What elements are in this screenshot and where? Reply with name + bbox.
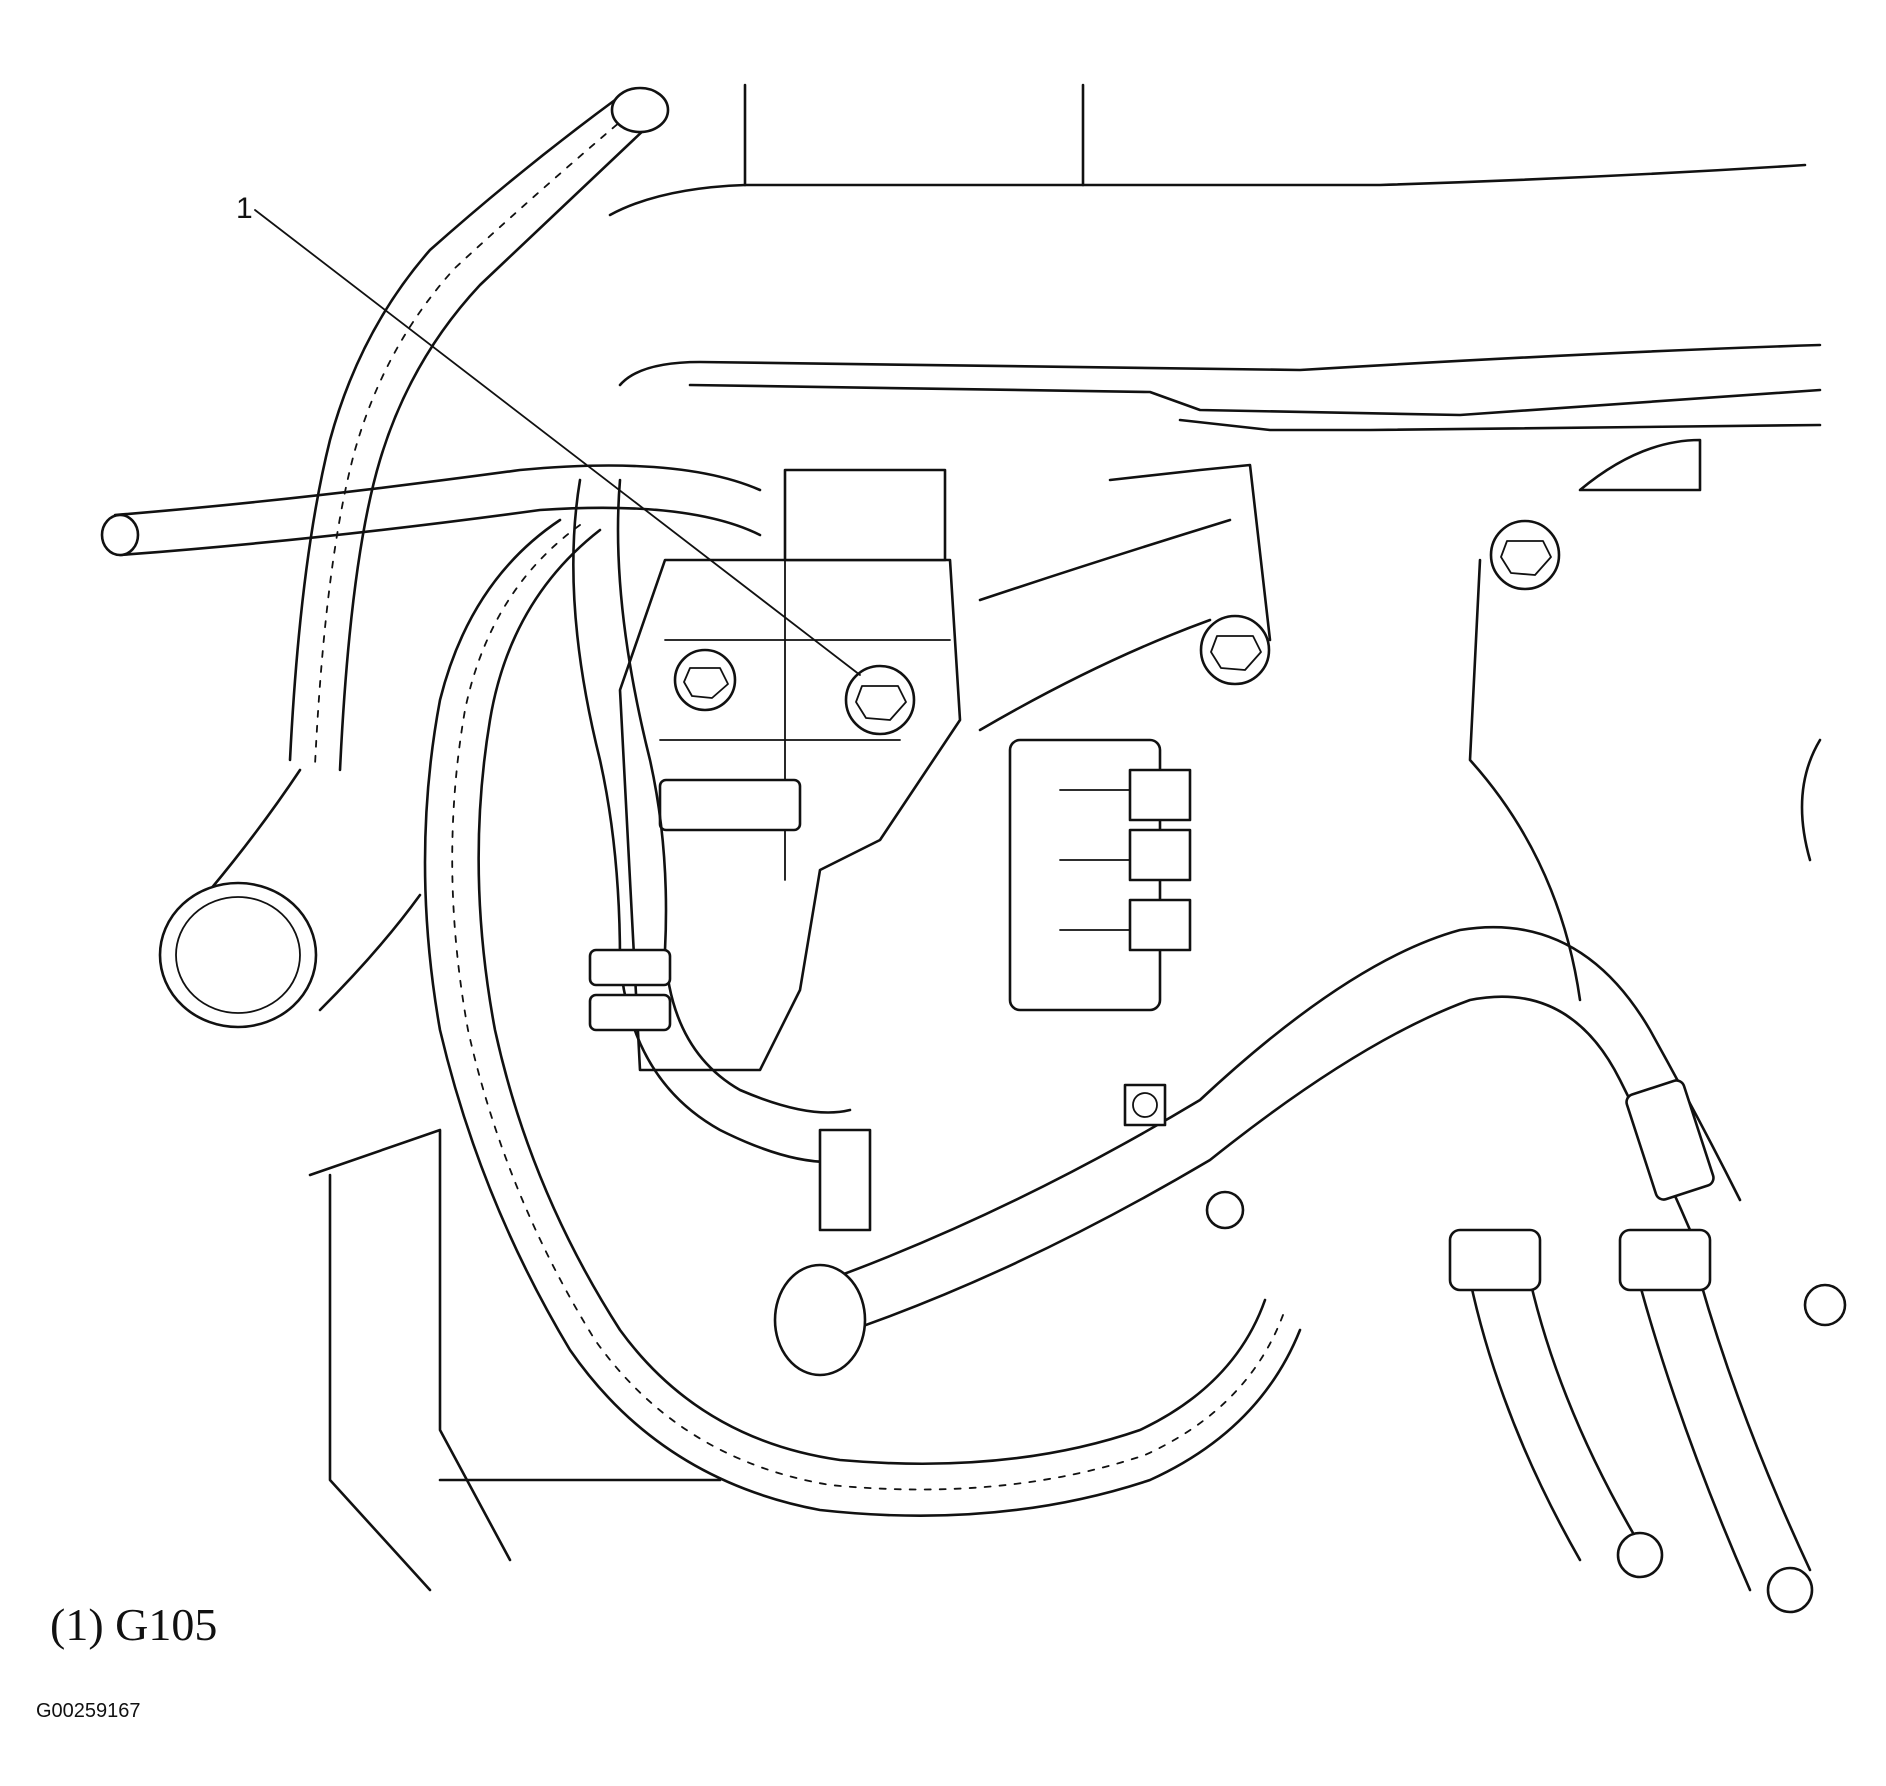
wiring-harness-loom-front [423, 518, 1302, 1517]
connector-block [1008, 738, 1192, 1012]
callout-number: 1 [236, 192, 253, 225]
coolant-hose-left [158, 768, 422, 1029]
wiring-harness-loom-left [288, 86, 670, 772]
bolts [673, 519, 1561, 736]
right-flange [1468, 438, 1822, 1002]
upper-engine-cover [608, 83, 1822, 432]
thin-cable-top [100, 464, 762, 557]
callout-1: 1 [236, 192, 861, 676]
vacuum-hose-clamp [572, 478, 872, 1232]
figure-id: G00259167 [36, 1700, 141, 1722]
legend-caption: (1) G105 [50, 1599, 218, 1650]
lower-housing [308, 1083, 1245, 1592]
arm-bracket [978, 463, 1272, 732]
lower-right-hoses [1448, 1228, 1814, 1614]
hose-sweep-right [773, 925, 1847, 1377]
